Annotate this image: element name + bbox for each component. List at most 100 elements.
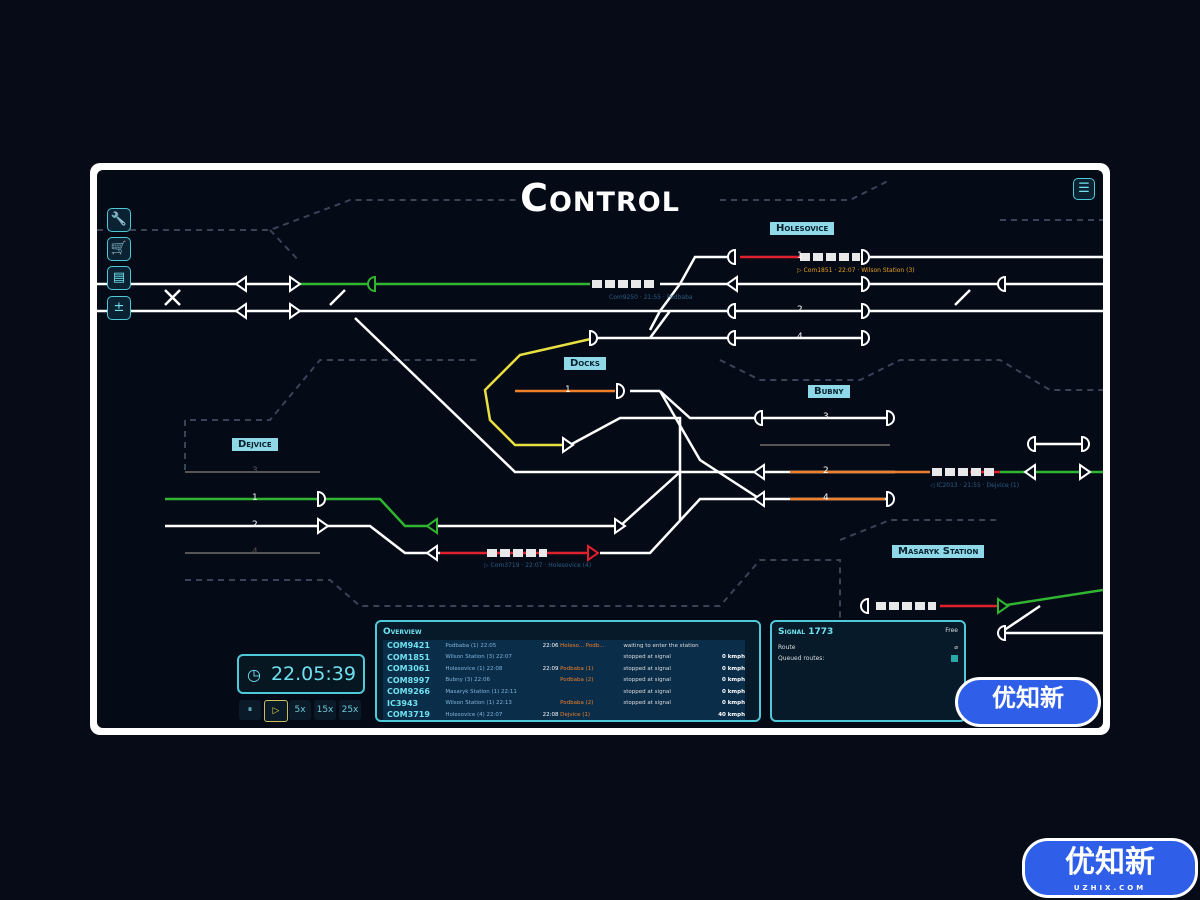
signal <box>752 463 765 481</box>
book-button[interactable]: ▤ <box>107 266 131 290</box>
overview-from: Holesovice (1) 22:08 <box>445 665 503 672</box>
speed-15x-button[interactable]: 15x <box>314 700 336 720</box>
overview-speed: 0 kmph <box>722 665 745 672</box>
speed-25x-button[interactable]: 25x <box>339 700 361 720</box>
trains[interactable] <box>487 253 994 610</box>
overview-from: Holesovice (4) 22:07 <box>445 711 503 718</box>
menu-button[interactable]: ☰ <box>1073 178 1095 200</box>
inactive-tracks <box>185 444 890 554</box>
track-number: 2 <box>797 305 803 315</box>
play-button[interactable]: ▷ <box>264 700 288 722</box>
signal <box>589 329 598 347</box>
calculator-button[interactable]: ± <box>107 296 131 320</box>
station-bubny[interactable]: Bubny <box>808 385 850 398</box>
signal <box>725 275 738 293</box>
track-number: 4 <box>252 547 258 557</box>
track-number: 4 <box>823 493 829 503</box>
signal-panel: Signal 1773 Free Route ⌀ Queued routes: <box>770 620 966 722</box>
signal <box>727 248 736 266</box>
signal <box>1023 463 1036 481</box>
signal <box>289 302 302 320</box>
track-number: 1 <box>565 385 571 395</box>
signal <box>317 517 330 535</box>
signal <box>234 275 247 293</box>
overview-id: COM1851 <box>387 652 430 662</box>
signal-title: Signal 1773 <box>778 627 834 637</box>
signal <box>886 490 895 508</box>
queued-routes-label: Queued routes: <box>778 655 825 662</box>
wrench-button[interactable]: 🔧 <box>107 208 131 232</box>
track-number: 4 <box>797 332 803 342</box>
train-label: Com9250 · 21:55 · Podbaba <box>609 294 693 301</box>
calculator-icon: ± <box>113 300 125 315</box>
signal <box>1079 463 1092 481</box>
overview-dep: 22:09 <box>542 665 559 672</box>
signal <box>727 329 736 347</box>
station-docks[interactable]: Docks <box>564 357 606 370</box>
signal <box>861 302 870 320</box>
route-label: Route <box>778 644 796 651</box>
overview-to: Podbaba (1) <box>560 665 594 672</box>
train-label: ▷ Com3719 · 22:07 · Holesovice (4) <box>484 562 592 569</box>
signal <box>997 275 1006 293</box>
overview-to: Podbaba (2) <box>560 677 594 684</box>
station-holesovice[interactable]: Holesovice <box>770 222 835 235</box>
track-number: 1 <box>797 251 803 261</box>
overview-speed: 0 kmph <box>722 677 745 684</box>
signal <box>1081 435 1090 453</box>
overview-from: Wilson Station (1) 22:13 <box>445 700 512 707</box>
overview-status: stopped at signal <box>623 700 671 707</box>
overview-row[interactable]: IC3943 Wilson Station (1) 22:13 Podbaba (2… <box>383 697 745 709</box>
signal <box>425 544 438 562</box>
overview-status: waiting to enter the station <box>623 642 699 649</box>
station-masaryk[interactable]: Masaryk Station <box>892 545 985 558</box>
signal <box>861 248 870 266</box>
overview-row[interactable]: COM9266 Masaryk Station (1) 22:11 stopped … <box>383 686 745 698</box>
overview-id: COM8997 <box>387 675 430 685</box>
track-map[interactable] <box>97 170 1103 728</box>
overview-title: Overview <box>383 627 422 637</box>
overview-status: stopped at signal <box>623 688 671 695</box>
watermark-text: 优知新 <box>1065 845 1155 880</box>
signal <box>752 490 765 508</box>
shop-button[interactable]: 🛒 <box>107 237 131 261</box>
station-dejvice[interactable]: Dejvice <box>232 438 278 451</box>
overview-id: IC3943 <box>387 698 419 708</box>
overview-from: Bubny (3) 22:06 <box>445 677 491 684</box>
zone-outlines <box>97 179 1103 640</box>
signal <box>860 597 869 615</box>
overview-to: Podbaba (2) <box>560 700 594 707</box>
overview-status: stopped at signal <box>623 654 671 661</box>
track-number: 2 <box>823 466 829 476</box>
signal-state: Free <box>945 627 958 634</box>
watermark-logo: 优知新 <box>955 677 1101 727</box>
signal <box>587 544 600 562</box>
route-clear-icon[interactable]: ⌀ <box>954 644 958 651</box>
game-clock: ◷22.05:39 <box>237 654 365 694</box>
clock-icon: ◷ <box>247 665 261 684</box>
list-icon: ☰ <box>1078 181 1090 196</box>
overview-from: Masaryk Station (1) 22:11 <box>445 688 517 695</box>
train-com9250 <box>592 280 654 288</box>
watermark-text: 优知新 <box>992 684 1064 712</box>
signal <box>562 436 575 454</box>
route-yellow <box>483 336 596 447</box>
signal <box>614 517 627 535</box>
signal <box>367 275 376 293</box>
speed-5x-button[interactable]: 5x <box>289 700 311 720</box>
signal <box>727 302 736 320</box>
signals[interactable] <box>234 248 1092 642</box>
signal <box>861 275 870 293</box>
signal <box>616 382 625 400</box>
pause-button[interactable]: ⏸ <box>239 700 261 720</box>
signal <box>425 517 438 535</box>
queue-icon[interactable] <box>951 655 958 662</box>
overview-id: COM9266 <box>387 687 430 697</box>
signal <box>997 624 1006 642</box>
